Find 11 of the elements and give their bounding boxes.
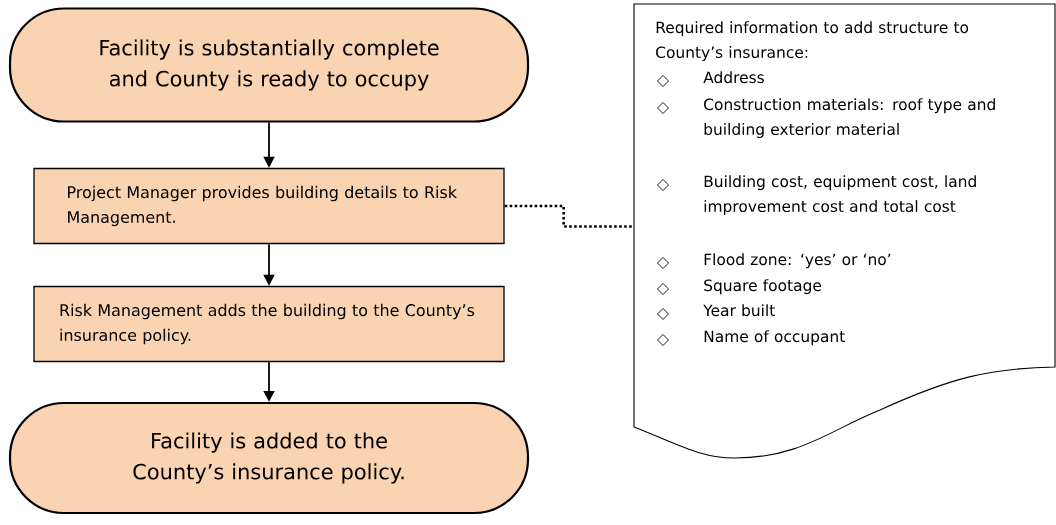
connector-line [504, 204, 634, 228]
list-item: Construction materials: roof type and building exterior material [704, 98, 995, 139]
process-box: Project Manager provides building details to Risk Management. [33, 167, 505, 245]
heading-text: Required information to add structure to County’s insurance: [656, 21, 969, 62]
list-item: Year built [703, 304, 775, 317]
process-box: Risk Management adds the building to the County’s insurance policy. [33, 285, 505, 363]
list-item: Name of occupant [704, 330, 845, 346]
list-item: Address [703, 71, 764, 84]
list-item: Building cost, equipment cost, land improvement cost and total cost [704, 175, 976, 216]
list-item: Square footage [704, 279, 822, 295]
list-item: Flood zone: ‘yes’ or ‘no’ [704, 253, 891, 269]
